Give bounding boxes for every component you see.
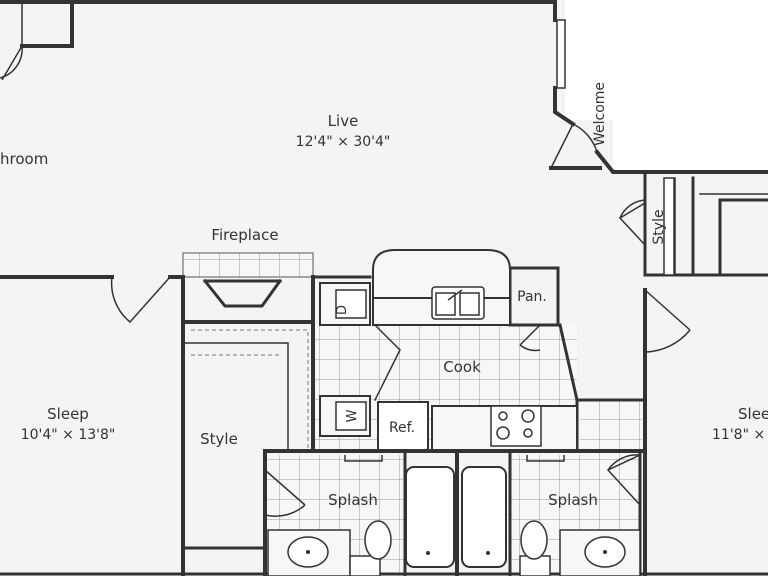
doors xyxy=(0,45,691,517)
dishwasher-label: D xyxy=(335,305,350,315)
sleep-left-label: Sleep xyxy=(47,405,89,423)
fireplace-wall xyxy=(181,275,315,324)
style-closet-label: Style xyxy=(200,430,238,448)
kitchen-island xyxy=(372,249,511,299)
tub-left xyxy=(405,466,455,568)
refrigerator-box xyxy=(377,401,429,451)
bathroom-partial-label: hroom xyxy=(0,150,48,168)
door-welcome xyxy=(550,123,598,169)
cook-label: Cook xyxy=(443,358,481,376)
sleep-left-dims-label: 10'4" × 13'8" xyxy=(21,427,116,443)
pantry-label: Pan. xyxy=(517,289,547,305)
top-left-closet-wall xyxy=(20,0,74,48)
splash-right-label: Splash xyxy=(548,491,598,509)
washer-label: W xyxy=(345,409,360,422)
kitchen-fixtures xyxy=(319,249,578,451)
door-top-left xyxy=(0,45,23,81)
toilet-left xyxy=(349,520,392,576)
welcome-label: Welcome xyxy=(592,82,608,146)
stove xyxy=(490,405,542,447)
fireplace-hearth-tile xyxy=(182,252,314,278)
door-bath-right xyxy=(606,454,641,506)
hall-right-floor-tile xyxy=(580,400,642,455)
door-style xyxy=(618,199,646,246)
exterior-areas xyxy=(0,0,768,174)
toilet-right xyxy=(519,520,551,576)
splash-left-label: Splash xyxy=(328,491,378,509)
live-label: Live xyxy=(328,112,359,130)
window-style xyxy=(663,177,675,276)
door-sleep-left xyxy=(110,276,171,324)
style-vertical-label: Style xyxy=(651,209,667,244)
windows xyxy=(556,19,675,276)
refrigerator-label: Ref. xyxy=(389,420,415,436)
live-dims-label: 12'4" × 30'4" xyxy=(296,134,391,150)
door-bath-left xyxy=(264,469,306,517)
room-labels: hroom Live 12'4" × 30'4" Welcome Firepla… xyxy=(0,82,768,509)
fireplace-label: Fireplace xyxy=(211,226,278,244)
sleep-right-dims-label: 11'8" × xyxy=(712,427,765,443)
sleep-right-label: Slee xyxy=(738,405,768,423)
window-right xyxy=(556,19,566,89)
tub-right xyxy=(461,466,507,568)
door-pantry xyxy=(519,324,541,352)
closet-dashes xyxy=(191,329,309,450)
door-sleep-right xyxy=(644,289,691,353)
bath-fixtures xyxy=(267,455,641,576)
